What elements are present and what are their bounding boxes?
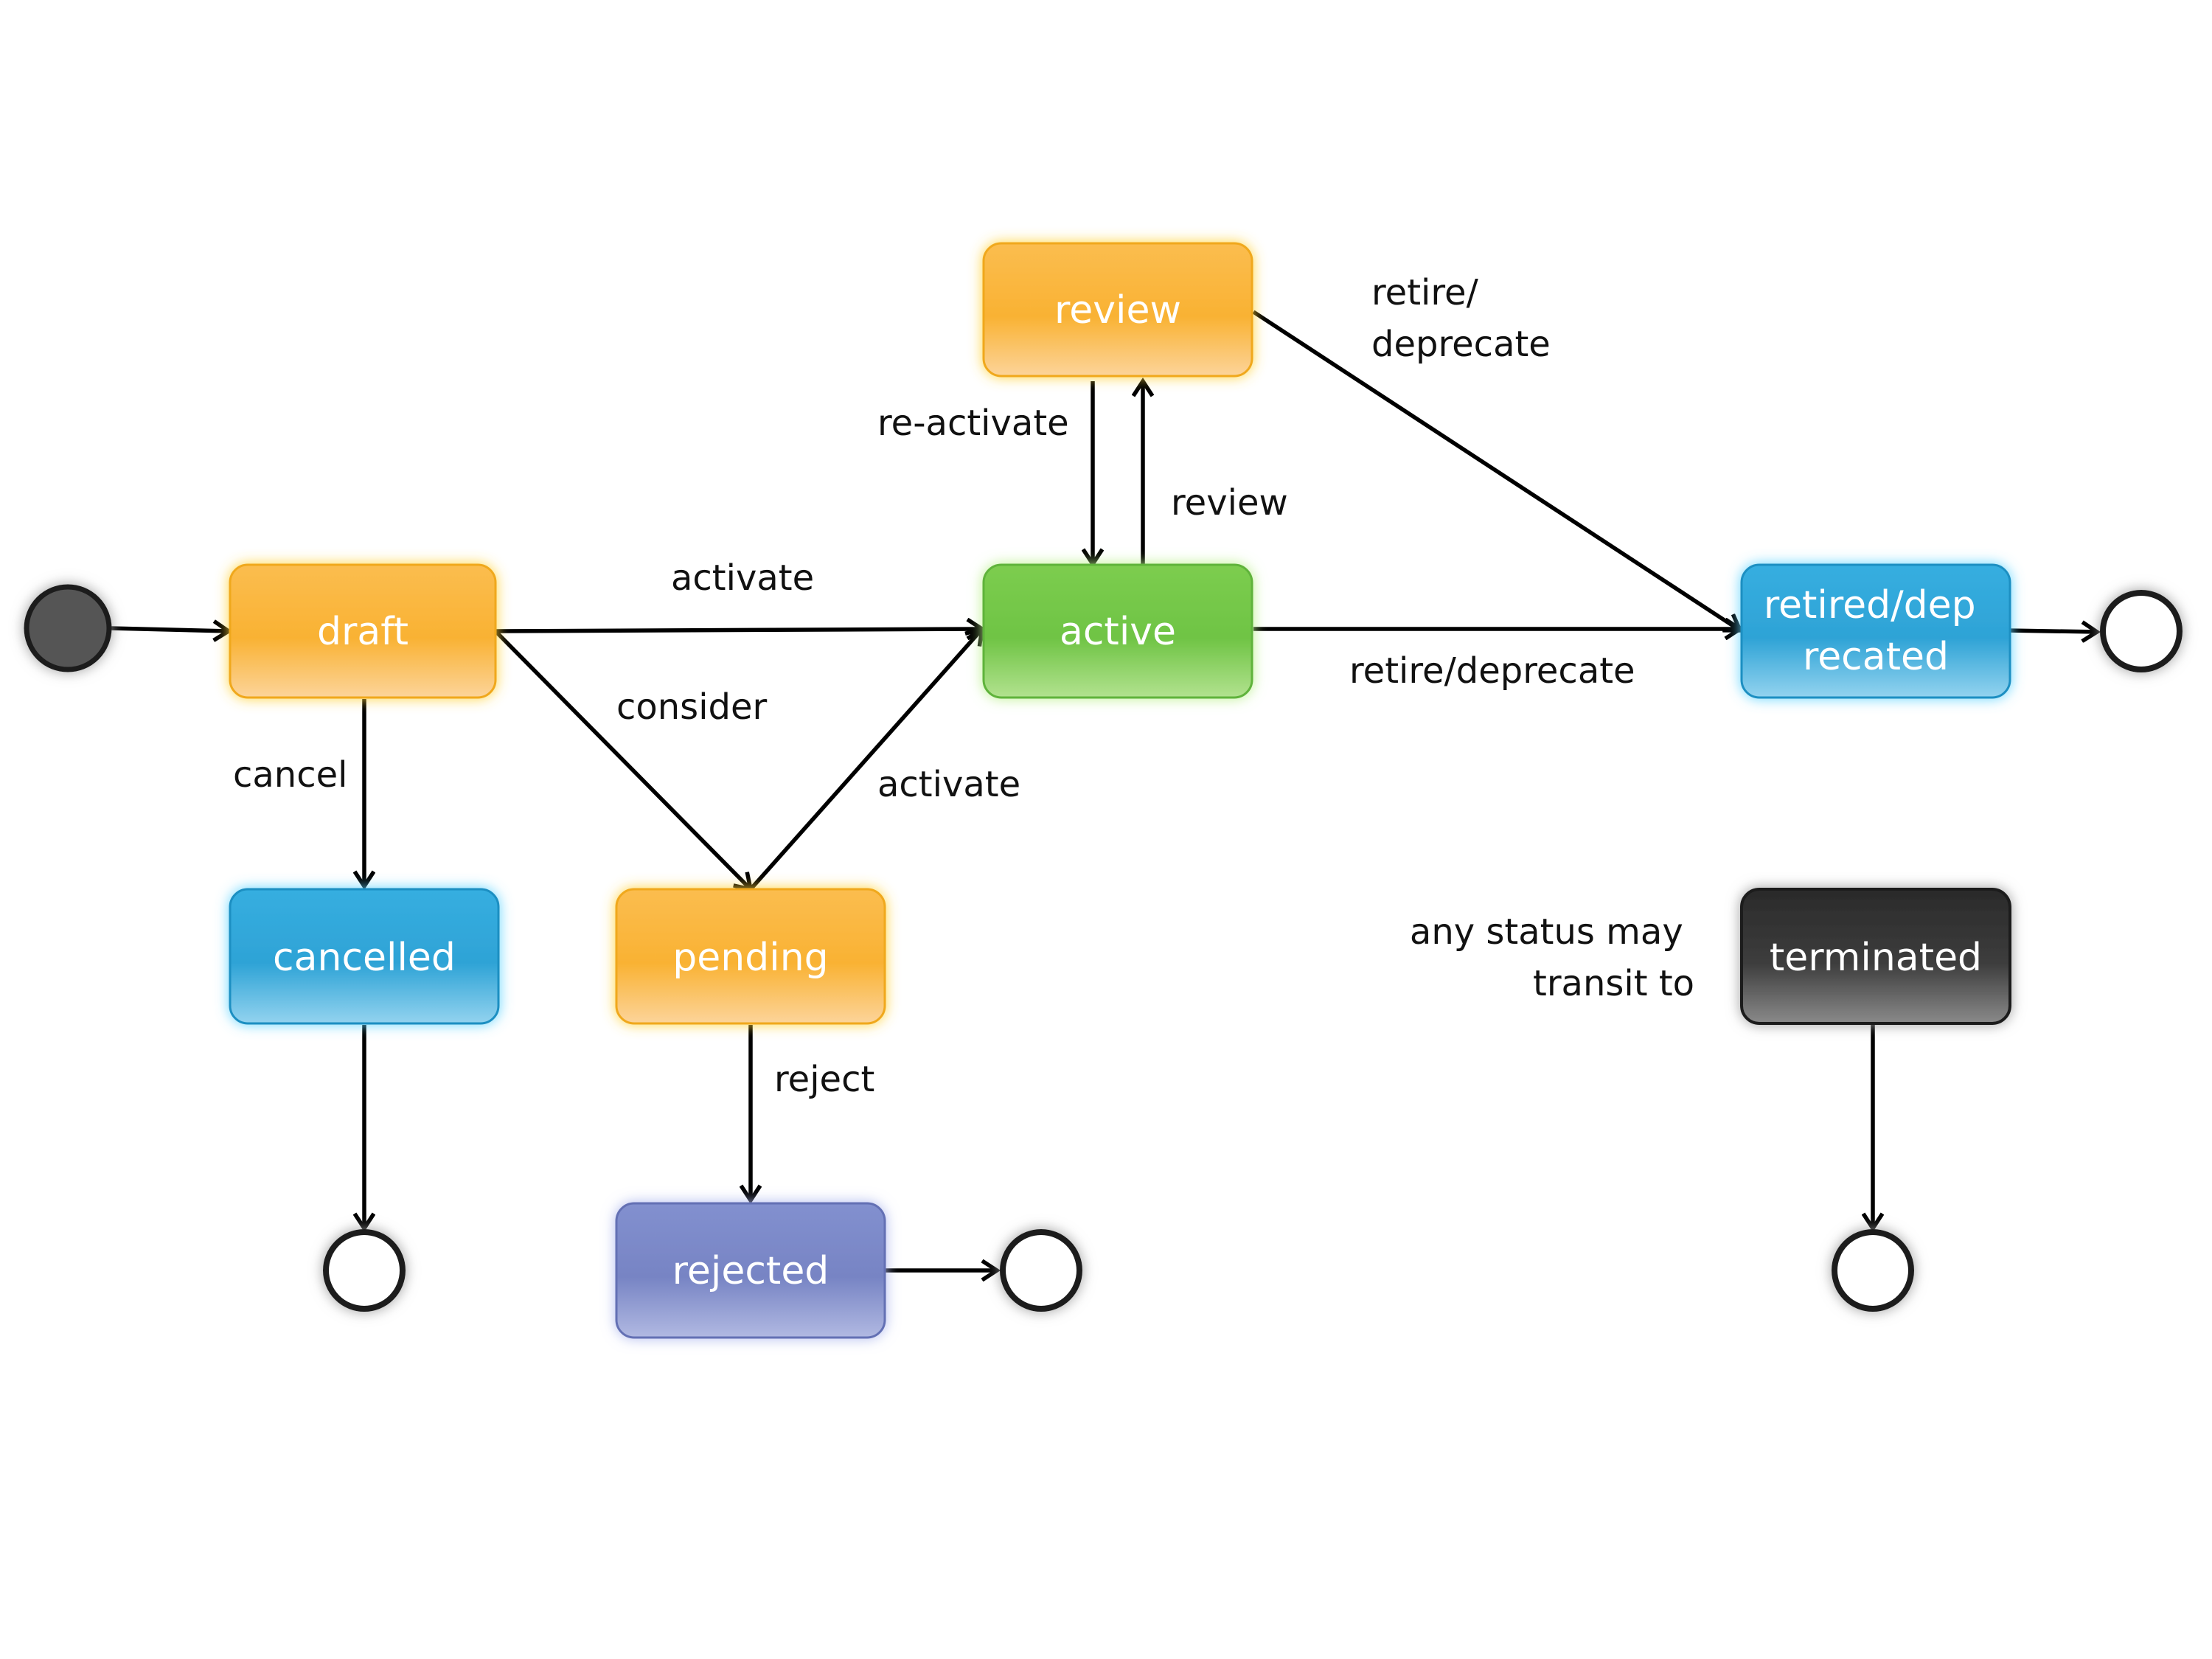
note-line1: any status may	[1410, 911, 1683, 953]
state-retired-box	[1740, 563, 2011, 699]
state-rejected-label: rejected	[672, 1249, 830, 1293]
label-consider: consider	[616, 686, 768, 728]
label-retire-line2: deprecate	[1371, 324, 1551, 365]
edge-draft-pending	[494, 630, 751, 889]
state-pending-label: pending	[672, 936, 828, 980]
label-cancel: cancel	[233, 754, 347, 796]
state-retired-line2: recated	[1803, 635, 1949, 679]
state-active-box	[982, 563, 1253, 699]
edge-start-draft	[110, 628, 229, 631]
state-review: review	[982, 242, 1253, 378]
state-review-label: review	[1054, 288, 1181, 333]
state-review-box	[982, 242, 1253, 378]
final-state-terminated	[1832, 1229, 1914, 1312]
state-cancelled: cancelled	[229, 888, 500, 1025]
edge-labels: activate consider cancel activate reject…	[233, 272, 1694, 1100]
state-active: active	[982, 563, 1253, 699]
state-retired-line1: retired/dep	[1764, 583, 1976, 627]
label-reject: reject	[774, 1059, 874, 1100]
pseudo-states	[24, 584, 2183, 1312]
final-state-retired	[2100, 590, 2183, 672]
label-retire-deprecate-top: retire/ deprecate	[1371, 272, 1551, 365]
state-rejected-box	[615, 1202, 886, 1339]
label-retire-line1: retire/	[1371, 272, 1479, 313]
state-cancelled-box	[229, 888, 500, 1025]
state-retired: retired/dep recated	[1740, 563, 2011, 699]
label-activate-draft: activate	[671, 557, 814, 599]
state-terminated: terminated	[1740, 888, 2011, 1025]
state-pending-box	[615, 888, 886, 1025]
final-state-cancelled	[323, 1229, 406, 1312]
state-cancelled-label: cancelled	[273, 936, 456, 980]
state-draft-box	[229, 563, 497, 699]
edge-draft-active	[495, 629, 982, 631]
label-review: review	[1171, 482, 1288, 524]
note-any-status: any status may transit to	[1410, 911, 1694, 1004]
edges	[110, 310, 2097, 1270]
label-retire-deprecate: retire/deprecate	[1349, 650, 1635, 692]
state-draft-label: draft	[317, 610, 408, 654]
edge-review-retired	[1252, 310, 1740, 630]
initial-state	[24, 584, 112, 672]
state-terminated-label: terminated	[1770, 936, 1982, 980]
edge-pending-active	[748, 629, 982, 891]
state-retired-label: retired/dep recated	[1764, 583, 1988, 679]
state-pending: pending	[615, 888, 886, 1025]
label-activate-pending: activate	[877, 764, 1020, 805]
state-rejected: rejected	[615, 1202, 886, 1339]
edge-retired-end	[2006, 630, 2097, 632]
state-active-label: active	[1060, 610, 1176, 654]
state-terminated-box	[1740, 888, 2011, 1025]
note-line2: transit to	[1533, 963, 1694, 1004]
label-re-activate: re-activate	[877, 403, 1069, 444]
final-state-rejected	[1000, 1229, 1082, 1312]
state-draft: draft	[229, 563, 497, 699]
